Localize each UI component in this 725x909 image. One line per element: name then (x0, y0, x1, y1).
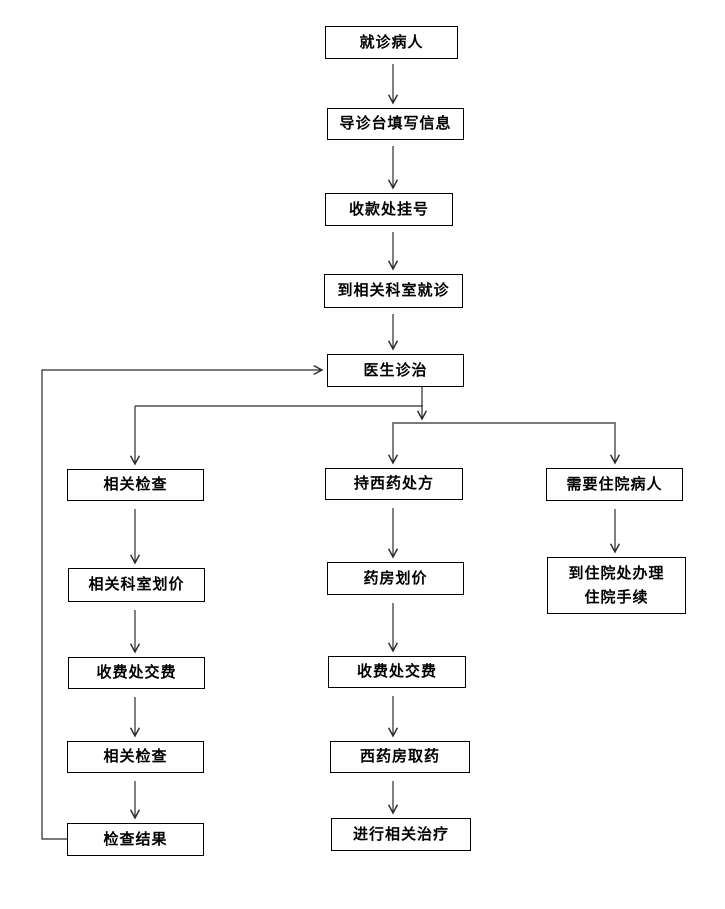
node-doctor-diagnosis: 医生诊治 (327, 354, 464, 387)
node-get-medicine: 西药房取药 (330, 741, 470, 773)
node-pharmacy-pricing: 药房划价 (327, 562, 464, 595)
edge-result-to-doctor-feedback (41, 364, 324, 840)
node-cashier-register: 收款处挂号 (325, 193, 453, 226)
node-department-pricing: 相关科室划价 (68, 568, 205, 602)
node-western-prescription: 持西药处方 (325, 468, 463, 500)
node-need-hospitalization: 需要住院病人 (546, 468, 683, 501)
node-pay-fee-middle: 收费处交费 (328, 656, 466, 688)
node-guide-desk-fill-info: 导诊台填写信息 (327, 108, 464, 140)
node-go-to-department: 到相关科室就诊 (324, 274, 463, 308)
node-related-treatment: 进行相关治疗 (331, 818, 471, 851)
node-exam-result: 检查结果 (67, 823, 204, 856)
node-related-exam-1: 相关检查 (67, 469, 204, 501)
node-admission-procedures: 到住院处办理 住院手续 (547, 557, 686, 614)
node-pay-fee-left: 收费处交费 (68, 657, 205, 689)
node-visit-patient: 就诊病人 (325, 26, 458, 59)
node-related-exam-2: 相关检查 (67, 741, 204, 773)
